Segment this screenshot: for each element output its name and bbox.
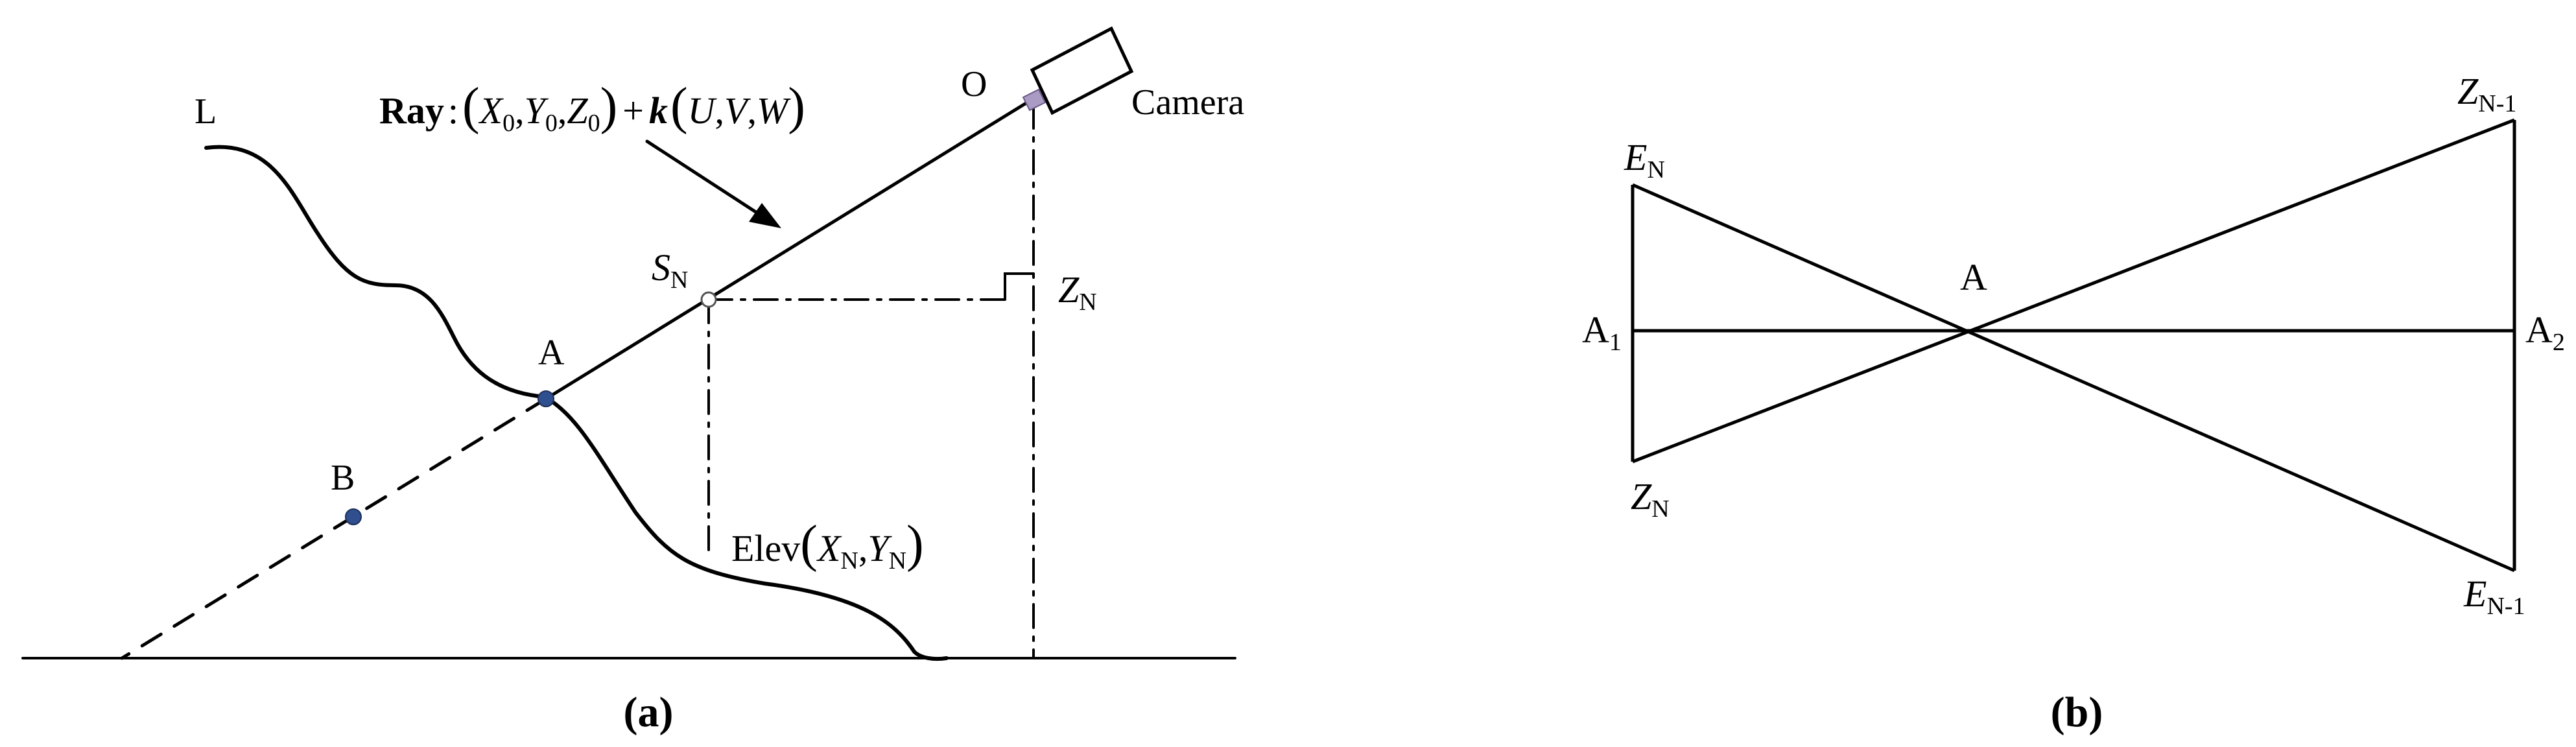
label-a1: A1 [1582, 309, 1622, 356]
point-a [538, 390, 554, 407]
elev-text: Elev [731, 527, 800, 569]
elev-x: X [816, 527, 842, 569]
ray-colon: : [448, 89, 458, 132]
ray-dashed [120, 397, 548, 660]
caption-b: (b) [2051, 689, 2103, 736]
camera-body [1030, 26, 1134, 115]
label-z-n-b-main: Z [1631, 475, 1652, 517]
label-a-center: A [1960, 256, 1987, 298]
label-z-n1: ZN-1 [2457, 70, 2516, 117]
label-l: L [195, 91, 217, 132]
label-s-sub: N [670, 267, 688, 294]
panel-a [21, 97, 1236, 661]
terrain-curve [204, 145, 949, 661]
label-e-n1-sub: N-1 [2487, 593, 2525, 620]
ray-v: V [724, 89, 751, 132]
elev-label: Elev(XN,YN) [731, 516, 924, 575]
ray-y: Y [525, 89, 549, 132]
label-z-n: ZN [1058, 268, 1097, 316]
panel-b [1631, 118, 2516, 573]
label-s-main: S [652, 246, 670, 289]
arrow-shaft [645, 139, 764, 218]
ray-paren-open-2: ( [670, 78, 688, 135]
label-z-sub: N [1079, 289, 1096, 316]
label-z-n-b-sub: N [1651, 495, 1669, 523]
ray-paren-close-2: ) [788, 78, 805, 135]
label-z-n1-main: Z [2457, 70, 2479, 112]
ray-comma-1: , [515, 89, 525, 132]
elev-y-sub: N [889, 547, 906, 575]
label-camera: Camera [1131, 82, 1244, 123]
elev-paren-open: ( [800, 516, 818, 573]
label-z-main: Z [1058, 268, 1080, 311]
ray-equation: Ray:(X0,Y0,Z0)+k(U,V,W) [379, 78, 805, 137]
label-s-n: SN [652, 246, 688, 294]
label-e-n1-main: E [2463, 573, 2487, 615]
label-z-n-b: ZN [1631, 475, 1670, 523]
label-z-n1-sub: N-1 [2478, 90, 2516, 117]
ray-y-sub: 0 [545, 110, 558, 137]
ray-k: k [649, 89, 668, 132]
ray-u: U [688, 89, 718, 132]
camera-icon [1022, 26, 1134, 115]
ray-comma-4: , [747, 89, 757, 132]
elev-y: Y [868, 527, 892, 569]
label-o: O [961, 64, 987, 104]
elev-paren-close: ) [906, 516, 924, 573]
caption-a: (a) [624, 689, 674, 736]
label-e-n: EN [1624, 136, 1665, 184]
ray-comma-2: , [558, 89, 567, 132]
diagonal-en-to-en1 [1631, 183, 2516, 573]
label-a1-sub: 1 [1609, 329, 1622, 356]
ray-equation-bold: Ray [379, 89, 444, 132]
ray-w: W [757, 89, 791, 132]
elev-comma: , [858, 527, 868, 569]
ray-z-sub: 0 [588, 110, 600, 137]
arrow-head [749, 203, 781, 228]
ray-plus: + [622, 89, 644, 132]
camera-mount [1022, 88, 1046, 112]
ray-z: Z [567, 89, 588, 132]
label-a1-main: A [1582, 309, 1609, 351]
point-b [345, 508, 362, 525]
label-b: B [331, 458, 355, 498]
ray-x-sub: 0 [502, 110, 515, 137]
label-a2-sub: 2 [2553, 329, 2565, 356]
label-a2-main: A [2525, 309, 2553, 351]
label-a: A [538, 333, 565, 373]
label-e-n-main: E [1624, 136, 1647, 178]
ray-solid [544, 97, 1035, 401]
label-e-n-sub: N [1647, 156, 1664, 184]
ray-paren-close-1: ) [600, 78, 618, 135]
point-s [700, 291, 717, 308]
ray-paren-open-1: ( [462, 78, 480, 135]
right-angle-marker [1004, 272, 1035, 301]
diagonal-zn-to-zn1 [1632, 118, 2515, 464]
ray-x: X [479, 89, 504, 132]
label-e-n1: EN-1 [2463, 573, 2525, 620]
elev-x-sub: N [840, 547, 858, 575]
ray-comma-3: , [715, 89, 725, 132]
label-a2: A2 [2525, 309, 2565, 356]
